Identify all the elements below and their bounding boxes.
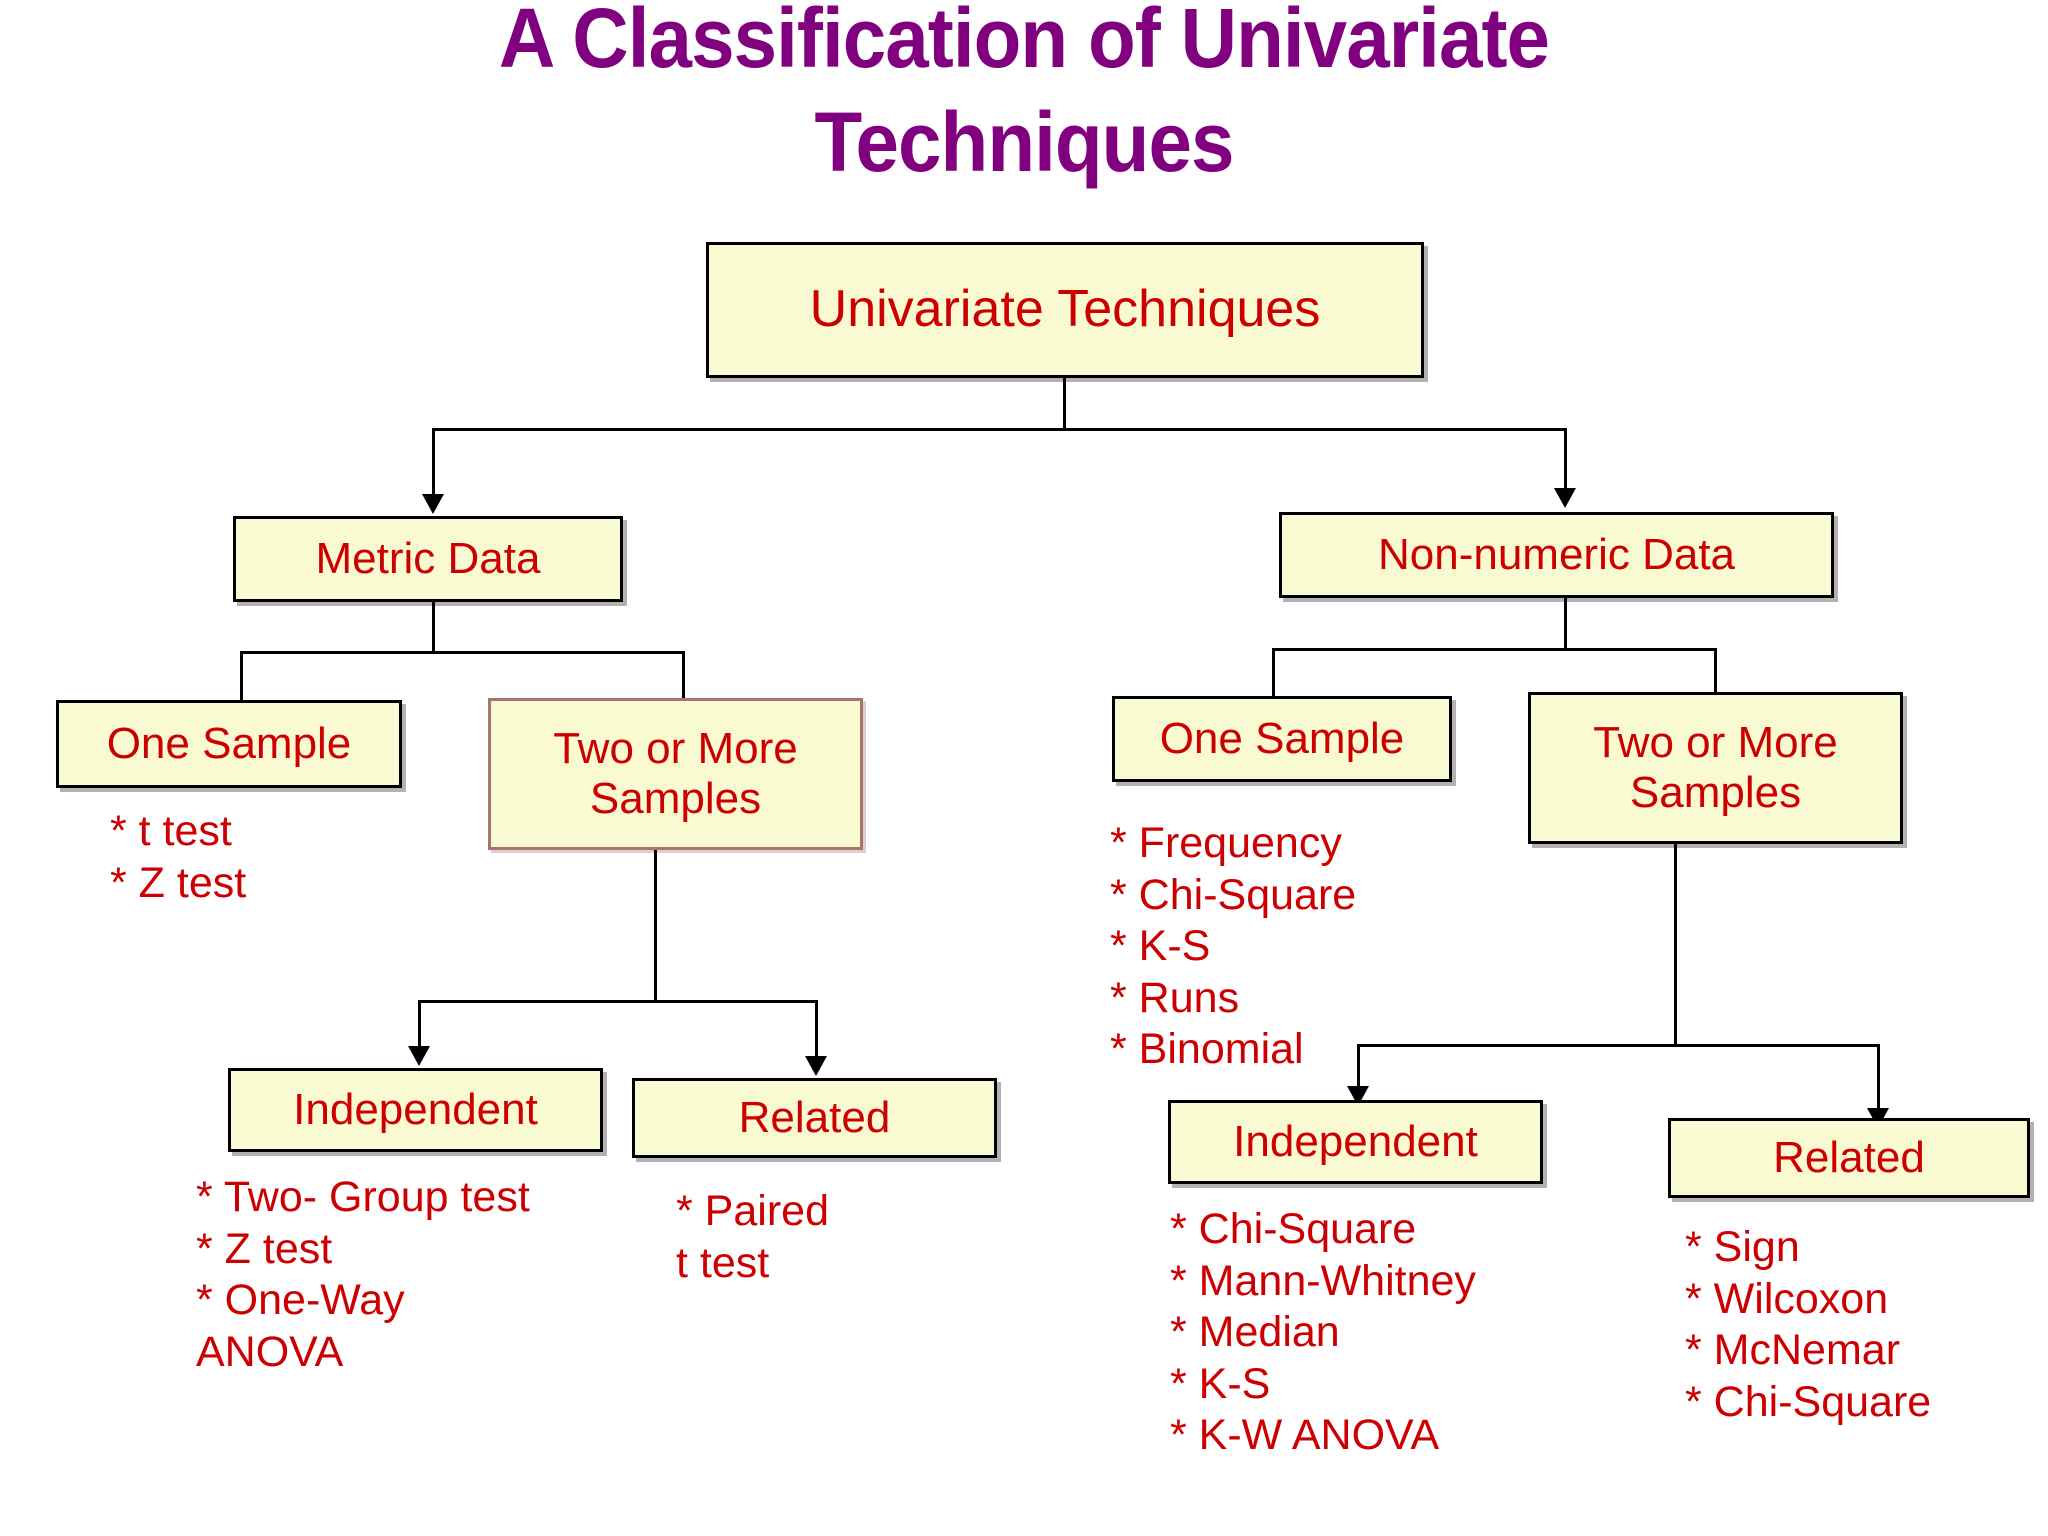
connector-metric-bus: [240, 651, 685, 654]
node-nonnumeric-one-sample[interactable]: One Sample: [1112, 696, 1452, 782]
node-nonnumeric-related[interactable]: Related: [1668, 1118, 2030, 1198]
arrowhead-nonnumeric-data: [1554, 488, 1576, 508]
connector-metric-two-left-drop: [418, 1000, 421, 1048]
connector-nonnum-stem: [1564, 598, 1567, 650]
connector-level1-right-drop: [1564, 428, 1567, 490]
connector-nonnum-two-bus: [1357, 1044, 1880, 1047]
connector-metric-right-drop: [682, 651, 685, 701]
connector-nonnum-two-right-drop: [1877, 1044, 1880, 1110]
list-nonnumeric-independent: * Chi-Square * Mann-Whitney * Median * K…: [1170, 1205, 1476, 1460]
connector-metric-two-stem: [654, 850, 657, 966]
list-nonnumeric-one-sample: * Frequency * Chi-Square * K-S * Runs * …: [1110, 819, 1357, 1074]
connector-nonnum-left-drop: [1272, 648, 1275, 698]
connector-metric-two-right-drop: [815, 1000, 818, 1058]
page-title: A Classification of Univariate Technique…: [498, 0, 1550, 190]
arrowhead-metric-related: [805, 1056, 827, 1076]
connector-root-stem: [1063, 378, 1066, 430]
connector-metric-left-drop: [240, 651, 243, 703]
connector-metric-stem: [432, 602, 435, 654]
node-univariate-techniques[interactable]: Univariate Techniques: [706, 242, 1424, 378]
connector-nonnum-bus: [1272, 648, 1717, 651]
list-metric-one-sample: * t test * Z test: [110, 807, 247, 907]
connector-nonnum-two-left-drop: [1357, 1044, 1360, 1088]
node-nonnumeric-independent[interactable]: Independent: [1168, 1100, 1543, 1184]
connector-level1-bus: [432, 428, 1567, 431]
list-metric-independent: * Two- Group test * Z test * One-Way ANO…: [196, 1173, 530, 1376]
node-metric-related[interactable]: Related: [632, 1078, 997, 1158]
node-metric-data[interactable]: Metric Data: [233, 516, 623, 602]
list-metric-related: * Paired t test: [676, 1187, 829, 1287]
node-nonnumeric-two-or-more-samples[interactable]: Two or More Samples: [1528, 692, 1903, 844]
connector-metric-two-bus: [418, 1000, 818, 1003]
node-metric-independent[interactable]: Independent: [228, 1068, 603, 1152]
node-non-numeric-data[interactable]: Non-numeric Data: [1279, 512, 1834, 598]
connector-nonnum-right-drop: [1714, 648, 1717, 694]
node-metric-one-sample[interactable]: One Sample: [56, 700, 402, 788]
connector-metric-two-center: [654, 964, 657, 1002]
list-nonnumeric-related: * Sign * Wilcoxon * McNemar * Chi-Square: [1685, 1223, 1932, 1426]
arrowhead-metric-data: [422, 494, 444, 514]
node-metric-two-or-more-samples[interactable]: Two or More Samples: [488, 698, 863, 850]
connector-level1-left-drop: [432, 428, 435, 496]
arrowhead-metric-independent: [408, 1046, 430, 1066]
connector-nonnum-two-stem: [1674, 844, 1677, 1044]
